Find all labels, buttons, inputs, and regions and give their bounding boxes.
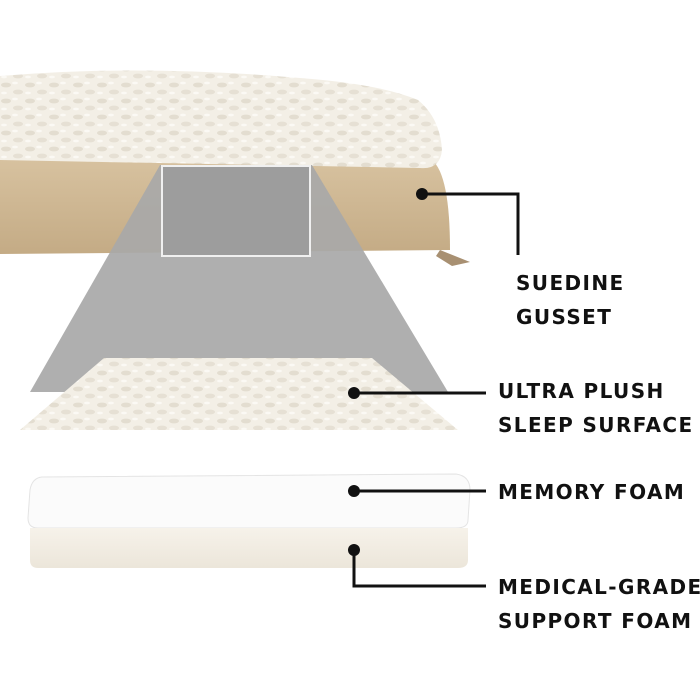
ultra-plush-slab — [20, 358, 458, 430]
label-suedine-gusset: SUEDINE GUSSET — [516, 271, 625, 329]
gusset-corner-tab — [436, 250, 470, 266]
zoom-window — [161, 165, 311, 257]
callout-line-support — [352, 550, 486, 588]
memory-foam-layer — [27, 473, 471, 529]
label-ultra-plush-sleep-surface: ULTRA PLUSH SLEEP SURFACE — [498, 379, 694, 437]
support-foam-layer — [30, 528, 468, 568]
zoom-cone — [30, 165, 448, 392]
label-medical-grade-support-foam: MEDICAL-GRADE SUPPORT FOAM — [498, 575, 700, 633]
callout-line-gusset — [422, 192, 520, 255]
plush-top-surface — [0, 70, 442, 169]
callout-lines — [348, 188, 520, 588]
label-memory-foam: MEMORY FOAM — [498, 480, 686, 504]
